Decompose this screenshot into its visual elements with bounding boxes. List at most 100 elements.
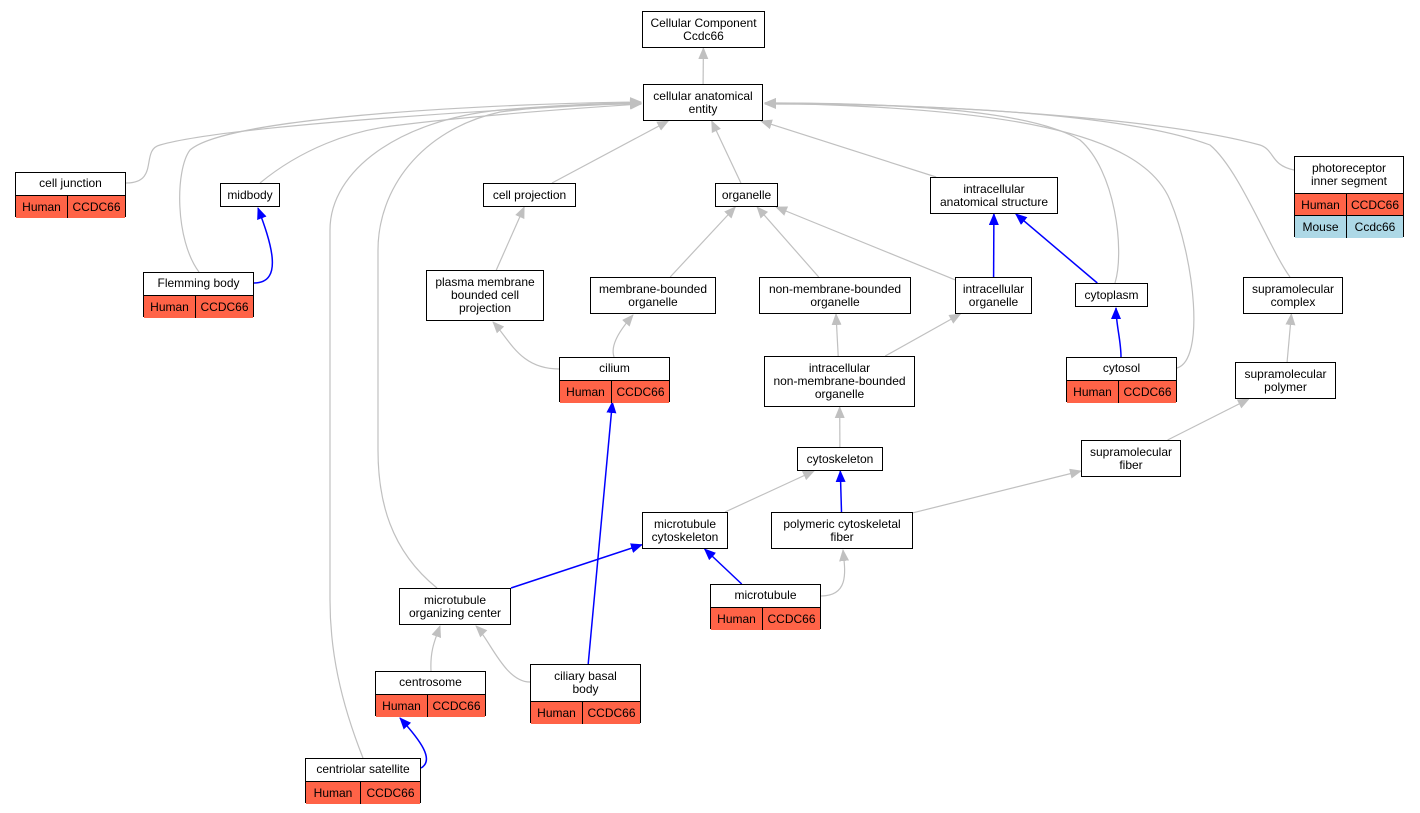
term-node-smp[interactable]: supramolecular polymer [1235, 362, 1336, 399]
term-label: Cellular Component Ccdc66 [650, 15, 757, 43]
term-node-mtoc[interactable]: microtubule organizing center [399, 588, 511, 625]
term-label: intracellular anatomical structure [939, 181, 1049, 209]
gene-cell: CCDC66 [767, 612, 816, 626]
term-node-mbo[interactable]: membrane-bounded organelle [590, 277, 716, 314]
species-cell: Human [1295, 194, 1347, 216]
edge-cyt-to-ias [1015, 213, 1098, 284]
term-label: Flemming body [157, 276, 240, 290]
edge-pcf-to-smf [912, 468, 1082, 514]
edge-smc-to-cae [764, 99, 1291, 278]
edge-cj-to-cae [125, 98, 642, 184]
edge-csat-to-cae [329, 98, 642, 759]
edge-org-to-cae [711, 120, 742, 184]
term-node-io[interactable]: intracellular organelle [955, 277, 1032, 314]
edge-io-to-org [775, 206, 956, 281]
gene-cell: CCDC66 [1123, 385, 1172, 399]
term-label: microtubule cytoskeleton [651, 516, 719, 544]
edge-mid-to-cae [259, 99, 642, 184]
gene-cell: CCDC66 [200, 300, 249, 314]
term-node-cp[interactable]: cell projection [483, 183, 576, 207]
edge-cbb-to-mtoc [475, 625, 531, 683]
term-label: supramolecular fiber [1089, 444, 1173, 472]
edge-mtoc-to-mtc [510, 543, 643, 589]
species-cell: Human [306, 782, 361, 804]
edge-cytosol-to-cyt [1111, 307, 1122, 358]
term-node-mid[interactable]: midbody [220, 183, 280, 207]
gene-cell: CCDC66 [72, 200, 121, 214]
annotation-row: Human CCDC66 [560, 380, 669, 403]
term-label: organelle [721, 187, 772, 202]
edge-cytosol-to-cae [764, 98, 1195, 369]
term-node-ias[interactable]: intracellular anatomical structure [930, 177, 1058, 214]
term-label: cellular anatomical entity [653, 88, 753, 116]
term-label: plasma membrane bounded cell projection [435, 275, 535, 315]
term-label: microtubule [734, 588, 797, 602]
term-label: non-membrane-bounded organelle [768, 281, 902, 309]
edge-mt-to-pcf [820, 549, 850, 597]
edge-mtc-to-csk [724, 470, 815, 513]
annotation-row: Human CCDC66 [16, 195, 125, 218]
term-label: cytoplasm [1084, 287, 1139, 302]
term-label: intracellular non-membrane-bounded organ… [773, 361, 906, 401]
edge-inmbo-to-io [884, 313, 962, 357]
gene-cell: Ccdc66 [1354, 220, 1396, 234]
term-node-inmbo[interactable]: intracellular non-membrane-bounded organ… [764, 356, 915, 407]
edge-csat-to-cs [399, 717, 428, 769]
term-label: membrane-bounded organelle [598, 281, 708, 309]
edge-cp-to-cae [551, 120, 670, 184]
edge-cbb-to-cil [587, 401, 617, 665]
term-label: centrosome [399, 675, 462, 689]
term-label: cilium [599, 361, 630, 375]
gene-cell: CCDC66 [616, 385, 665, 399]
term-label: supramolecular polymer [1244, 366, 1327, 394]
term-node-pmbcp[interactable]: plasma membrane bounded cell projection [426, 270, 544, 321]
term-label: cytosol [1102, 361, 1141, 375]
term-node-cae[interactable]: cellular anatomical entity [643, 84, 763, 121]
gene-cell: CCDC66 [1350, 198, 1399, 212]
gene-cell: CCDC66 [366, 786, 415, 800]
edge-pcf-to-csk [835, 470, 846, 513]
term-label: microtubule organizing center [408, 592, 502, 620]
term-node-pcf[interactable]: polymeric cytoskeletal fiber [771, 512, 913, 549]
edge-pmbcp-to-cp [495, 206, 525, 271]
term-node-org[interactable]: organelle [715, 183, 778, 207]
species-cell: Human [560, 381, 612, 403]
edge-nmbo-to-org [756, 206, 820, 278]
term-node-csk[interactable]: cytoskeleton [797, 447, 883, 471]
annotation-row: Mouse Ccdc66 [1295, 215, 1403, 238]
term-node-cyt[interactable]: cytoplasm [1075, 283, 1148, 307]
term-label: polymeric cytoskeletal fiber [783, 516, 901, 544]
gene-cell: CCDC66 [587, 706, 636, 720]
edge-mt-to-mtc [703, 548, 743, 585]
annotation-row: Human CCDC66 [306, 781, 420, 804]
term-label: cell junction [39, 176, 102, 190]
edge-fb-to-mid [253, 207, 274, 284]
term-label: intracellular organelle [962, 281, 1025, 309]
term-node-smf[interactable]: supramolecular fiber [1081, 440, 1181, 477]
species-cell: Mouse [1295, 216, 1347, 238]
species-cell: Human [16, 196, 68, 218]
term-node-mtc[interactable]: microtubule cytoskeleton [642, 512, 728, 549]
term-node-smc[interactable]: supramolecular complex [1243, 277, 1343, 314]
term-node-nmbo[interactable]: non-membrane-bounded organelle [759, 277, 911, 314]
edge-cs-to-mtoc [430, 625, 442, 672]
term-label: supramolecular complex [1251, 281, 1335, 309]
term-node-cc[interactable]: Cellular Component Ccdc66 [642, 11, 765, 48]
gene-cell: CCDC66 [432, 699, 481, 713]
